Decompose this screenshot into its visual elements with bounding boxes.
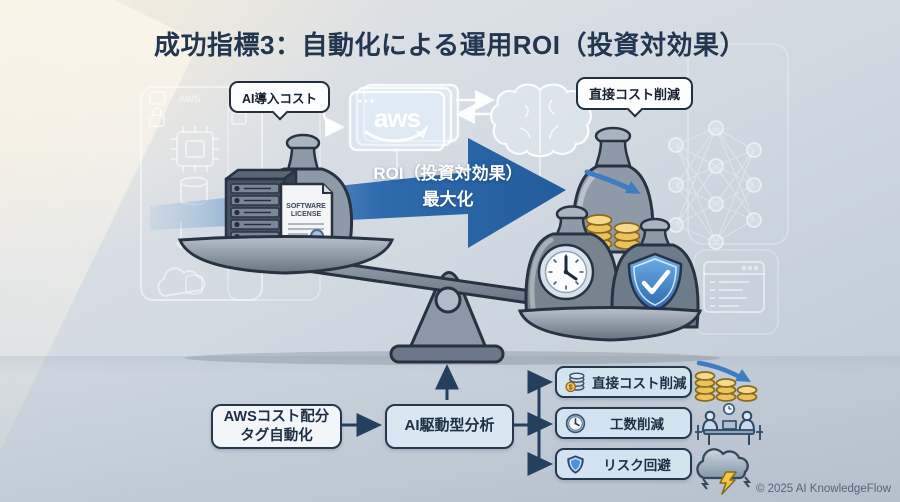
page-title: 成功指標3：自動化による運用ROI（投資対効果） (154, 30, 746, 60)
balance-scale: SOFTWARE LICENSE (177, 126, 720, 365)
shield-icon (567, 454, 584, 474)
direct-cost-label: 直接コスト削減 (589, 87, 681, 102)
outcome-label-effort: 工数削減 (610, 417, 664, 432)
fulcrum-base (389, 344, 505, 364)
neural-network-icon (668, 120, 762, 250)
storm-risk-icon (696, 448, 752, 495)
aws-stacked-cards-icon: aws (348, 83, 460, 186)
roi-arrow-text: ROI（投資対効果） 最大化 (332, 161, 564, 214)
team-meeting-icon (695, 402, 763, 445)
ai-cost-label-bubble: AI導入コスト (229, 81, 331, 113)
pivot (434, 286, 462, 314)
source-box-line2: タグ自動化 (240, 427, 313, 444)
direct-cost-label-bubble: 直接コスト削減 (576, 77, 694, 110)
flow-box-aws-cost-tagging: AWSコスト配分 タグ自動化 (211, 404, 342, 449)
source-box-line1: AWSコスト配分 (223, 409, 330, 426)
connector-arrows-white (322, 90, 495, 137)
ai-cost-label: AI導入コスト (242, 91, 318, 106)
outcome-label-direct-cost: 直接コスト削減 (592, 376, 687, 391)
terminal-window-icon (703, 261, 765, 313)
left-pan (177, 235, 395, 275)
dollar-symbol: $ (569, 384, 573, 391)
roi-arrow-line1: ROI（投資対効果） (373, 164, 523, 183)
outcome-box-direct-cost: $ 直接コスト削減 (555, 366, 692, 398)
license-title-line2: LICENSE (291, 211, 322, 218)
right-pan (517, 306, 703, 342)
declining-coins-icon (694, 360, 758, 402)
outcome-box-effort-reduction: 工数削減 (555, 407, 692, 439)
copyright-text: © 2025 AI KnowledgeFlow (755, 483, 891, 495)
outcome-box-risk-avoidance: リスク回避 (555, 448, 692, 480)
coins-icon: $ (565, 371, 585, 392)
license-title-line1: SOFTWARE (286, 203, 326, 210)
aws-logo-text: aws (374, 103, 421, 133)
flow-box-ai-analysis: AI駆動型分析 (385, 404, 514, 449)
flow-arrows (342, 364, 553, 476)
aws-watermark-text: AWS (179, 94, 200, 105)
analysis-box-label: AI駆動型分析 (404, 417, 495, 435)
roi-arrow-line2: 最大化 (422, 190, 474, 210)
outcome-label-risk: リスク回避 (603, 458, 671, 473)
clock-icon (565, 413, 586, 433)
